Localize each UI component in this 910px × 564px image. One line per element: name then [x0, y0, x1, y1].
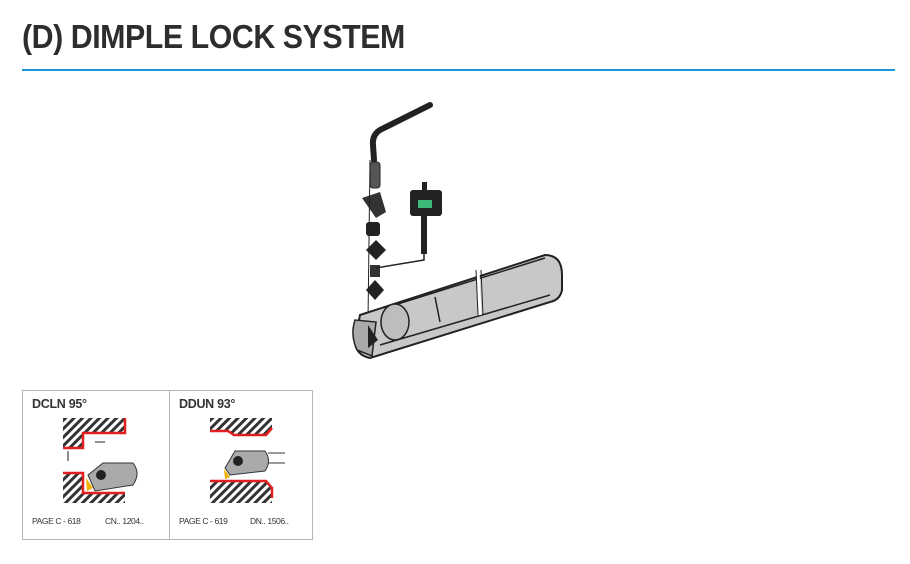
catalog-page: PAGE C - 618 — [32, 516, 81, 526]
insert-code: CN.. 1204.. — [105, 516, 144, 526]
hex-key-icon — [369, 102, 433, 163]
title-divider — [22, 69, 895, 71]
holder-cell-ddun[interactable]: DDUN 93° PAGE C - 619 DN.. 1506.. — [169, 391, 313, 539]
page-title: (D) DIMPLE LOCK SYSTEM — [22, 18, 405, 55]
insert-icon — [366, 240, 386, 260]
holder-cell-dcln[interactable]: DCLN 95° PAGE C - 618 CN.. 1204.. — [23, 391, 169, 539]
catalog-page: PAGE C - 619 — [179, 516, 228, 526]
screw-icon — [369, 161, 381, 189]
dcln-machining-diagram — [63, 418, 138, 503]
exploded-tool-holder-illustration — [352, 102, 563, 360]
shim-icon — [366, 222, 380, 236]
boring-bar-icon — [352, 253, 563, 360]
insert-code: DN.. 1506.. — [250, 516, 289, 526]
ddun-machining-diagram — [210, 418, 285, 503]
holder-name: DCLN 95° — [32, 397, 87, 411]
holder-name: DDUN 93° — [179, 397, 236, 411]
clamp-icon — [362, 192, 386, 218]
torque-key-icon — [375, 182, 442, 269]
holder-table: DCLN 95° PAGE C - 618 CN.. 1204.. DDUN 9… — [22, 390, 313, 540]
